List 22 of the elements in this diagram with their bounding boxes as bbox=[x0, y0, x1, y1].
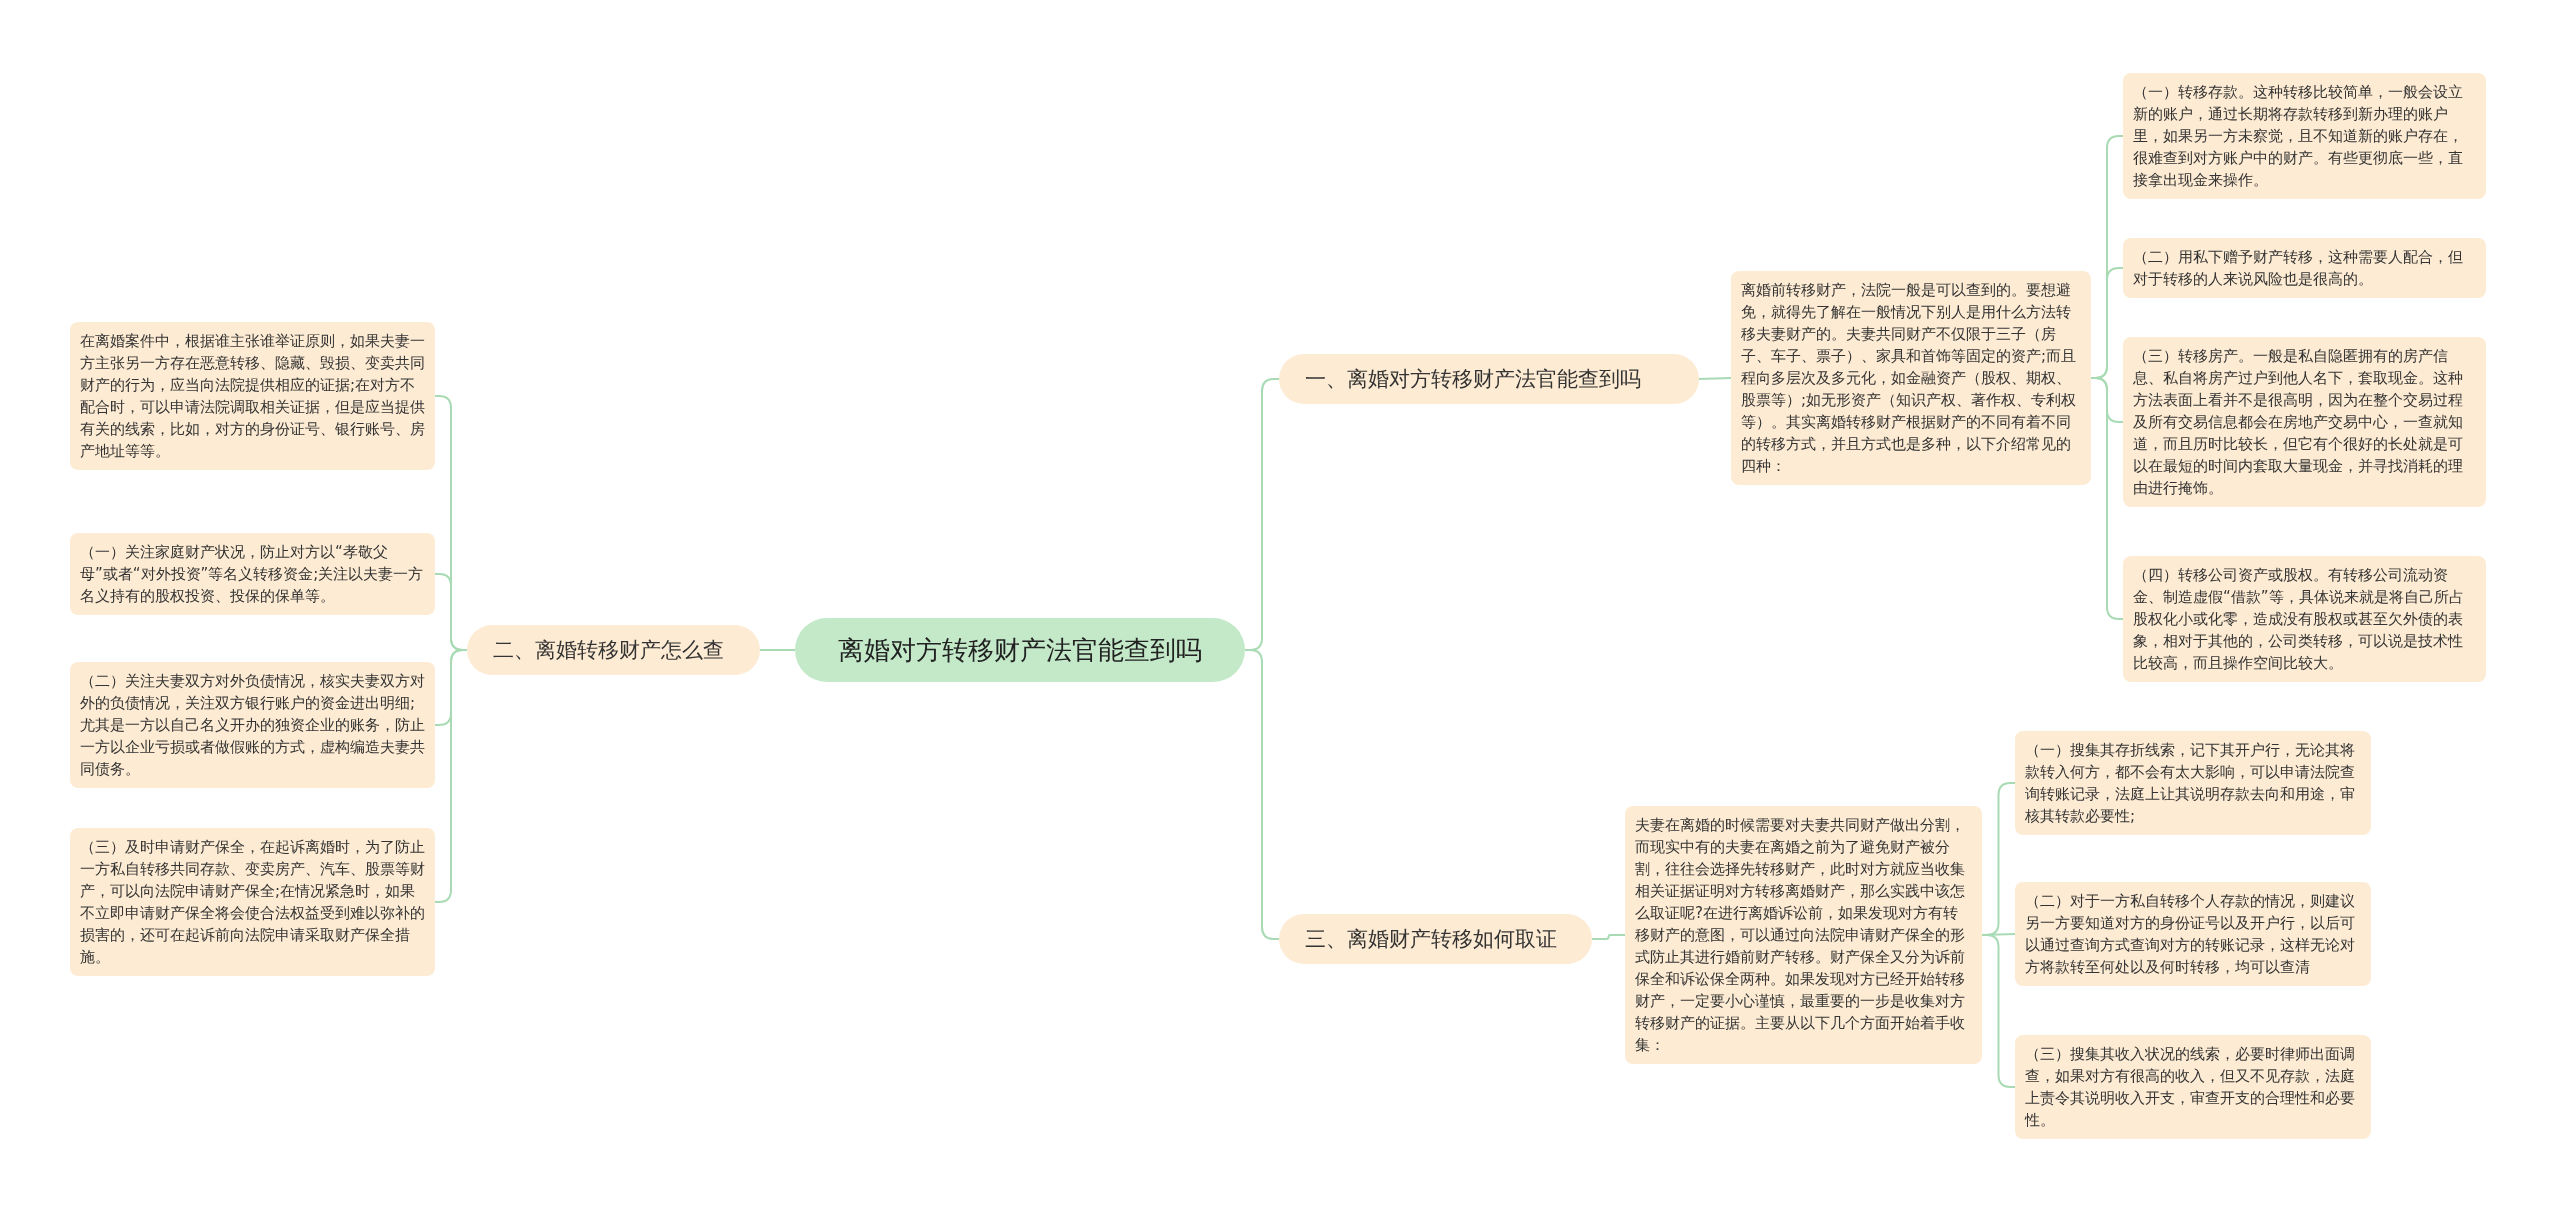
note-card: （一）搜集其存折线索，记下其开户行，无论其将款转入何方，都不会有太大影响，可以申请法院查询转账记录，法庭上让其说明存款去向和用途，审核其转款必要性; bbox=[2015, 731, 2371, 835]
note-card: （二）关注夫妻双方对外负债情况，核实夫妻双方对外的负债情况，关注双方银行账户的资金进出明细;尤其是一方以自己名义开办的独资企业的账务，防止一方以企业亏损或者做假账的方式，虚构编造夫妻共同债务。 bbox=[70, 662, 435, 788]
branch-topic: 一、离婚对方转移财产法官能查到吗 bbox=[1279, 354, 1699, 404]
branch-topic: 二、离婚转移财产怎么查 bbox=[467, 625, 760, 675]
branch-topic: 三、离婚财产转移如何取证 bbox=[1279, 914, 1592, 964]
note-card: （二）用私下赠予财产转移，这种需要人配合，但对于转移的人来说风险也是很高的。 bbox=[2123, 238, 2486, 298]
connector-line bbox=[1591, 934, 1626, 940]
connector-line bbox=[1244, 649, 1280, 940]
note-card: （二）对于一方私自转移个人存款的情况，则建议另一方要知道对方的身份证号以及开户行，以后可以通过查询方式查询对方的转账记录，这样无论对方将款转至何处以及何时转移，均可以查清 bbox=[2015, 882, 2371, 986]
note-card: （四）转移公司资产或股权。有转移公司流动资金、制造虚假“借款”等，具体说来就是将自己所占股权化小或化零，造成没有股权或甚至欠外债的表象，相对于其他的，公司类转移，可以说是技术性比较高，而且操作空间比较大。 bbox=[2123, 556, 2486, 682]
connector-line bbox=[759, 649, 796, 651]
note-card: 夫妻在离婚的时候需要对夫妻共同财产做出分割，而现实中有的夫妻在离婚之前为了避免财产被分割，往往会选择先转移财产，此时对方就应当收集相关证据证明对方转移离婚财产，那么实践中该怎么取证呢?在进行离婚诉讼前，如果发现对方有转移财产的意图，可以通过向法院申请财产保全的形式防止其进行婚前财产转移。财产保全又分为诉前保全和诉讼保全两种。如果发现对方已经开始转移财产，一定要小心谨慎，最重要的一步是收集对方转移财产的证据。主要从以下几个方面开始着手收集： bbox=[1625, 806, 1982, 1064]
note-card: （三）及时申请财产保全，在起诉离婚时，为了防止一方私自转移共同存款、变卖房产、汽车、股票等财产，可以向法院申请财产保全;在情况紧急时，如果不立即申请财产保全将会使合法权益受到难以弥补的损害的，还可在起诉前向法院申请采取财产保全措施。 bbox=[70, 828, 435, 976]
central-topic: 离婚对方转移财产法官能查到吗 bbox=[795, 618, 1245, 682]
note-card: （三）搜集其收入状况的线索，必要时律师出面调查，如果对方有很高的收入，但又不见存款，法庭上责令其说明收入开支，审查开支的合理性和必要性。 bbox=[2015, 1035, 2371, 1139]
connector-line bbox=[1981, 934, 2016, 1088]
note-card: 离婚前转移财产，法院一般是可以查到的。要想避免，就得先了解在一般情况下别人是用什么方法转移夫妻财产的。夫妻共同财产不仅限于三子（房子、车子、票子）、家具和首饰等固定的资产;而且程向多层次及多元化，如金融资产（股权、期权、股票等）;如无形资产（知识产权、著作权、专利权等）。其实离婚转移财产根据财产的不同有着不同的转移方式，并且方式也是多种，以下介绍常见的四种： bbox=[1731, 271, 2091, 485]
connector-line bbox=[1698, 377, 1732, 380]
note-card: （一）关注家庭财产状况，防止对方以“孝敬父母”或者“对外投资”等名义转移资金;关注以夫妻一方名义持有的股权投资、投保的保单等。 bbox=[70, 533, 435, 615]
note-card: （三）转移房产。一般是私自隐匿拥有的房产信息、私自将房产过户到他人名下，套取现金。这种方法表面上看并不是很高明，因为在整个交易过程及所有交易信息都会在房地产交易中心，一查就知道，而且历时比较长，但它有个很好的长处就是可以在最短的时间内套取大量现金，并寻找消耗的理由进行掩饰。 bbox=[2123, 337, 2486, 507]
note-card: （一）转移存款。这种转移比较简单，一般会设立新的账户，通过长期将存款转移到新办理的账户里，如果另一方未察觉，且不知道新的账户存在，很难查到对方账户中的财产。有些更彻底一些，直接拿出现金来操作。 bbox=[2123, 73, 2486, 199]
note-card: 在离婚案件中，根据谁主张谁举证原则，如果夫妻一方主张另一方存在恶意转移、隐藏、毁损、变卖共同财产的行为，应当向法院提供相应的证据;在对方不配合时，可以申请法院调取相关证据，但是应当提供有关的线索，比如，对方的身份证号、银行账号、房产地址等等。 bbox=[70, 322, 435, 470]
